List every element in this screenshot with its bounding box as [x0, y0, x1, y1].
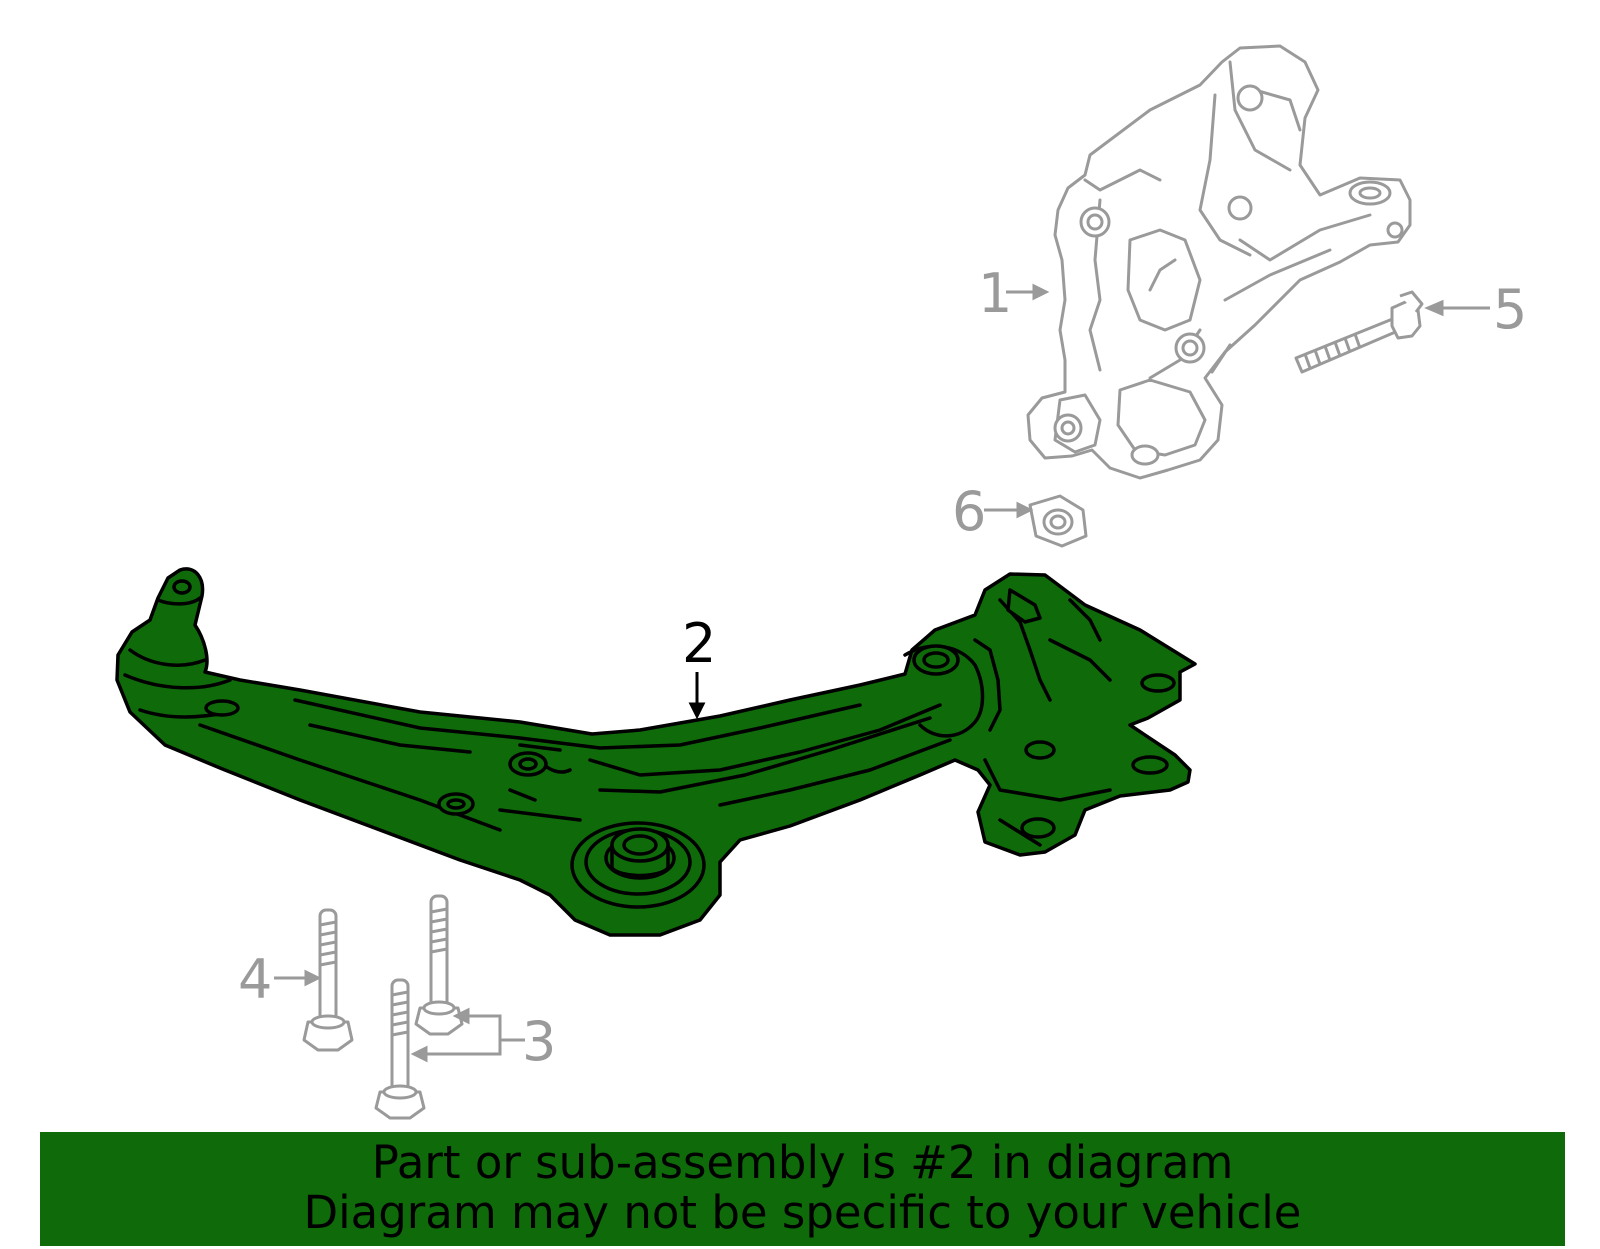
callout-5: 5 [1493, 278, 1527, 341]
lower-control-arm [115, 567, 1197, 937]
callout-4: 4 [238, 948, 272, 1011]
info-banner: Part or sub-assembly is #2 in diagram Di… [40, 1132, 1565, 1246]
bolts-part-3 [374, 894, 464, 1120]
callout-1: 1 [978, 262, 1012, 325]
steering-knuckle [1026, 44, 1412, 480]
knuckle-bolt [1294, 290, 1424, 374]
bolt-part-4 [302, 908, 354, 1052]
callout-6: 6 [952, 480, 986, 543]
callout-2: 2 [682, 612, 716, 675]
nut [1028, 494, 1088, 548]
callout-3: 3 [522, 1010, 556, 1073]
banner-line-2: Diagram may not be specific to your vehi… [303, 1186, 1302, 1239]
banner-line-1: Part or sub-assembly is #2 in diagram [371, 1136, 1234, 1189]
leader-lines [274, 283, 1490, 1063]
